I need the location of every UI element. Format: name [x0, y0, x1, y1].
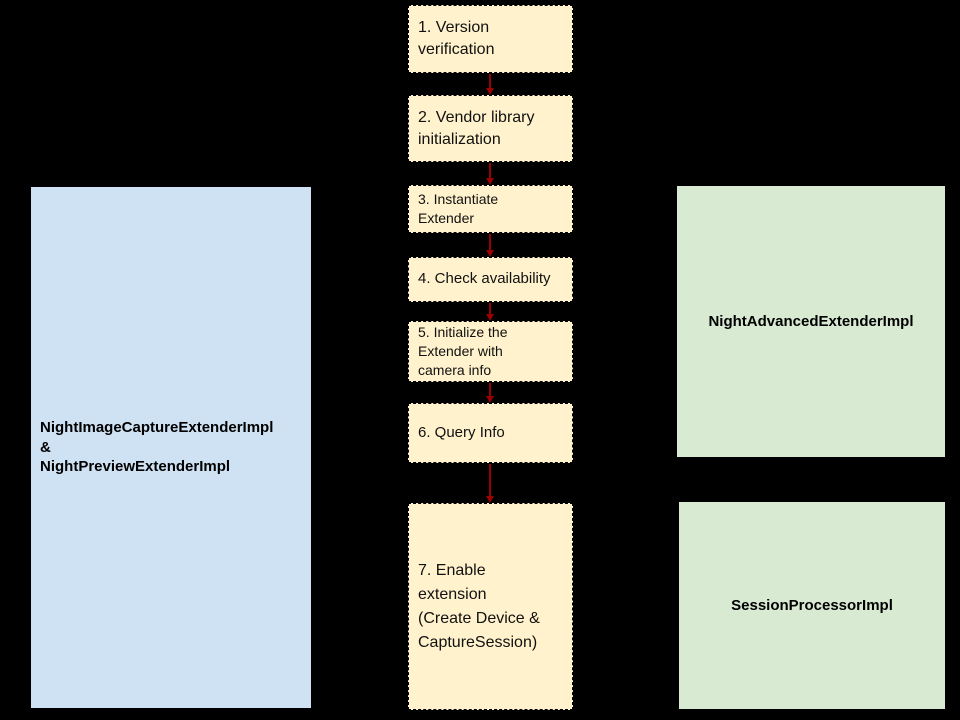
session-processor-impl-box: SessionProcessorImpl [679, 502, 945, 709]
arrowhead-down-icon [486, 396, 494, 403]
step-3-label: 3. Instantiate Extender [418, 191, 499, 226]
arrowhead-down-icon [486, 250, 494, 257]
arrow-line [489, 464, 491, 497]
arrowhead-down-icon [486, 496, 494, 503]
arrow-line [489, 383, 491, 397]
night-capture-preview-impl-label: NightImageCaptureExtenderImpl & NightPre… [40, 419, 274, 476]
step-7-enable-extension-box: 7. Enable extension (Create Device & Cap… [408, 503, 573, 710]
arrow-step1-to-step2 [486, 74, 494, 95]
step-5-label: 5. Initialize the Extender with camera i… [418, 324, 508, 378]
step-4-check-availability-box: 4. Check availability [408, 257, 573, 302]
arrow-line [489, 303, 491, 315]
step-6-label: 6. Query Info [418, 423, 505, 441]
step-2-vendor-library-init-box: 2. Vendor library initialization [408, 95, 573, 162]
night-advanced-extender-impl-label: NightAdvancedExtenderImpl [708, 312, 914, 330]
arrow-step3-to-step4 [486, 234, 494, 257]
step-6-query-info-box: 6. Query Info [408, 403, 573, 463]
step-4-label: 4. Check availability [418, 270, 551, 288]
arrow-step5-to-step6 [486, 383, 494, 403]
arrow-step6-to-step7 [486, 464, 494, 503]
step-7-label: 7. Enable extension (Create Device & Cap… [418, 561, 540, 651]
step-2-label: 2. Vendor library initialization [418, 108, 535, 148]
arrow-step2-to-step3 [486, 163, 494, 185]
night-capture-preview-impl-box: NightImageCaptureExtenderImpl & NightPre… [31, 187, 311, 708]
step-5-initialize-extender-box: 5. Initialize the Extender with camera i… [408, 321, 573, 382]
arrowhead-down-icon [486, 88, 494, 95]
arrowhead-down-icon [486, 314, 494, 321]
arrow-line [489, 234, 491, 251]
step-3-instantiate-extender-box: 3. Instantiate Extender [408, 185, 573, 233]
arrow-line [489, 163, 491, 179]
arrowhead-down-icon [486, 178, 494, 185]
arrow-step4-to-step5 [486, 303, 494, 321]
arrow-line [489, 74, 491, 89]
step-1-version-verification-box: 1. Version verification [408, 5, 573, 73]
session-processor-impl-label: SessionProcessorImpl [731, 596, 893, 614]
night-advanced-extender-impl-box: NightAdvancedExtenderImpl [677, 186, 945, 457]
step-1-label: 1. Version verification [418, 19, 495, 58]
